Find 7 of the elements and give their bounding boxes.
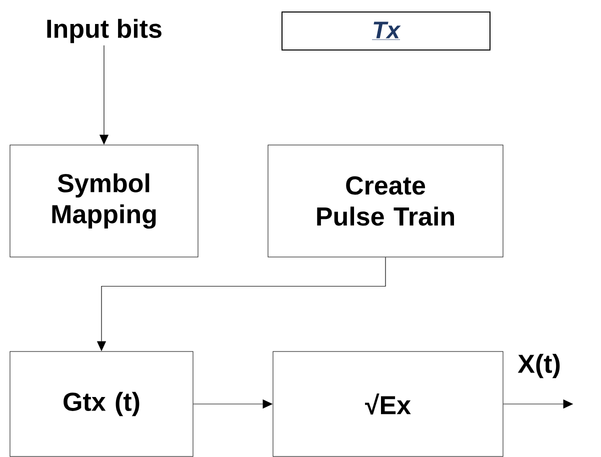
process-box: Symbol Mapping [10,144,198,258]
process-box: Create Pulse Train [268,144,504,258]
input-label: Input bits [47,18,162,44]
process-box: √Ex [272,351,504,457]
process-box: Gtx (t) [10,351,194,457]
title-box: Tx [282,12,490,50]
edge-label: X(t) [518,354,560,378]
